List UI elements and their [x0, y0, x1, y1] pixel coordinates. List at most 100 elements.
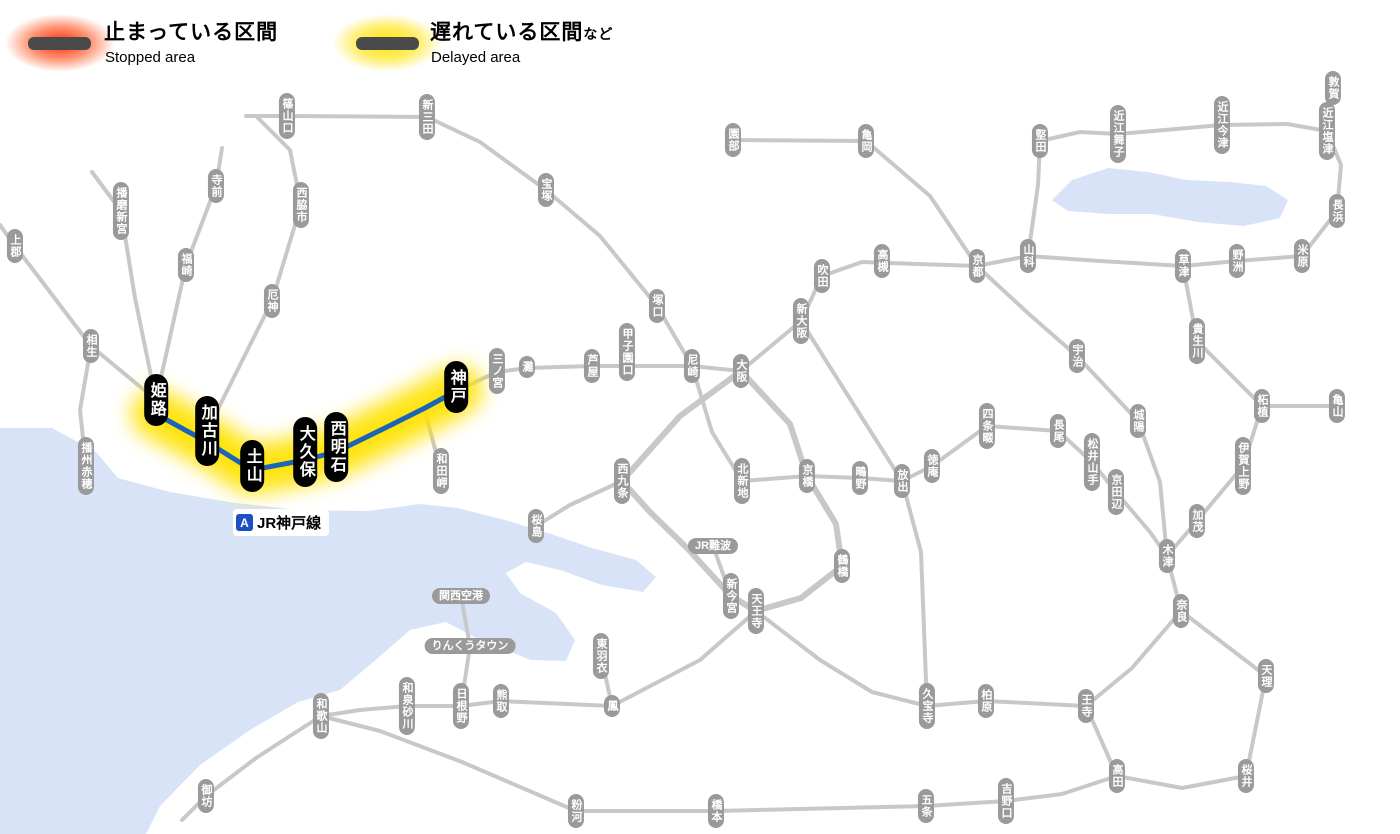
- station-pill: 厄神: [263, 284, 281, 318]
- station-pill: 北新地: [733, 458, 751, 504]
- delayed-area-label-main: 遅れている区間: [430, 21, 584, 44]
- station-pill: 貴生川: [1188, 318, 1206, 364]
- station-pill: 桜井: [1237, 759, 1255, 793]
- station-pill: 新大阪: [792, 298, 810, 344]
- station-pill-highlighted: 加古川: [195, 396, 219, 466]
- station-pill: 吹田: [813, 259, 831, 293]
- station-pill: 鶴橋: [833, 549, 851, 583]
- rail-line: [534, 479, 624, 528]
- station-pill: 奈良: [1172, 594, 1190, 628]
- line-name: JR神戸線: [257, 515, 322, 532]
- station-pill: 園部: [724, 123, 742, 157]
- station-pill: 五条: [917, 789, 935, 823]
- station-pill: 西九条: [613, 458, 631, 504]
- station-pill: 徳庵: [923, 449, 941, 483]
- rail-line: [754, 609, 1183, 708]
- station-pill-highlighted: 大久保: [293, 417, 317, 487]
- station-pill: 堅田: [1031, 124, 1049, 158]
- station-pill: 関西空港: [432, 587, 490, 605]
- station-pill: 敦賀: [1324, 71, 1342, 105]
- rail-line: [690, 364, 809, 483]
- water-area: [1052, 168, 1288, 226]
- station-pill: 寺前: [207, 169, 225, 203]
- rail-line: [180, 714, 323, 822]
- station-pill: 木津: [1158, 539, 1176, 573]
- station-pill: 新三田: [418, 94, 436, 140]
- station-pill: 京橋: [798, 459, 816, 493]
- rail-line: [319, 609, 758, 718]
- rail-line: [90, 170, 158, 402]
- station-pill: 播磨新宮: [112, 182, 130, 240]
- station-pill-highlighted: 土山: [240, 440, 264, 492]
- station-pill: 鳳: [603, 695, 621, 717]
- station-pill: 尼崎: [683, 349, 701, 383]
- station-pill: 桜島: [527, 509, 545, 543]
- station-pill: 山科: [1019, 239, 1037, 273]
- station-pill: 天王寺: [747, 588, 765, 634]
- rail-line: [805, 424, 1169, 558]
- rail-line: [1026, 122, 1329, 258]
- station-pill: 王寺: [1077, 689, 1095, 723]
- station-pill: 宇治: [1068, 339, 1086, 373]
- rail-line: [975, 254, 1304, 268]
- station-pill: 東羽衣: [592, 633, 610, 679]
- station-pill: JR難波: [687, 537, 739, 555]
- line-letter-badge: A: [236, 514, 253, 531]
- rail-line: [731, 138, 979, 268]
- station-pill: 京田辺: [1107, 469, 1125, 515]
- station-pill: 天理: [1257, 659, 1275, 693]
- delayed-area-label-suffix: など: [583, 26, 614, 42]
- station-pill: 熊取: [492, 684, 510, 718]
- station-pill: 宝塚: [537, 173, 555, 207]
- station-pill-highlighted: 姫路: [144, 374, 168, 426]
- water-area: [0, 428, 656, 834]
- rail-line: [244, 114, 694, 368]
- station-pill: 新今宮: [722, 573, 740, 619]
- kobe-line-label: A JR神戸線: [233, 509, 330, 536]
- station-pill: 城陽: [1129, 404, 1147, 438]
- station-pill: 灘: [518, 356, 536, 378]
- station-pill: 亀岡: [857, 124, 875, 158]
- station-pill: 和田岬: [432, 448, 450, 494]
- station-pill: 柏原: [977, 684, 995, 718]
- station-pill: 柘植: [1253, 389, 1271, 423]
- station-pill: 伊賀上野: [1234, 437, 1252, 495]
- station-pill: 加茂: [1188, 504, 1206, 538]
- station-pill: 芦屋: [583, 349, 601, 383]
- station-pill: 橋本: [707, 794, 725, 828]
- station-pill: 高槻: [873, 244, 891, 278]
- stopped-area-sublabel: Stopped area: [105, 49, 196, 66]
- rail-line: [319, 704, 1119, 813]
- station-pill: 三ノ宮: [488, 348, 506, 394]
- station-pill: 篠山口: [278, 93, 296, 139]
- station-pill: 長浜: [1328, 194, 1346, 228]
- station-pill: 吉野口: [997, 778, 1015, 824]
- station-pill: 福崎: [177, 248, 195, 282]
- stopped-area-label: 止まっている区間: [104, 21, 279, 44]
- station-pill: 西脇市: [292, 182, 310, 228]
- station-pill: 相生: [82, 329, 100, 363]
- station-pill: 高田: [1108, 759, 1126, 793]
- station-pill: 野洲: [1228, 244, 1246, 278]
- station-pill: 大阪: [732, 354, 750, 388]
- station-pill: 播州赤穂: [77, 437, 95, 495]
- station-pill: 御坊: [197, 779, 215, 813]
- station-pill: 鴫野: [851, 461, 869, 495]
- station-pill: 松井山手: [1083, 433, 1101, 491]
- station-pill: 粉河: [567, 794, 585, 828]
- rail-line: [154, 146, 224, 402]
- station-pill: 近江舞子: [1109, 105, 1127, 163]
- station-pill: 甲子園口: [618, 323, 636, 381]
- station-pill: 日根野: [452, 683, 470, 729]
- station-pill: 京都: [968, 249, 986, 283]
- delayed-area-sublabel: Delayed area: [431, 49, 521, 66]
- legend: 止まっている区間 Stopped area 遅れている区間など Delayed …: [0, 0, 720, 84]
- station-pill: 塚口: [648, 289, 666, 323]
- station-pill-highlighted: 神戸: [444, 361, 468, 413]
- station-pill: 放出: [893, 464, 911, 498]
- stopped-area-bar: [28, 37, 91, 50]
- station-pill: 近江塩津: [1318, 102, 1336, 160]
